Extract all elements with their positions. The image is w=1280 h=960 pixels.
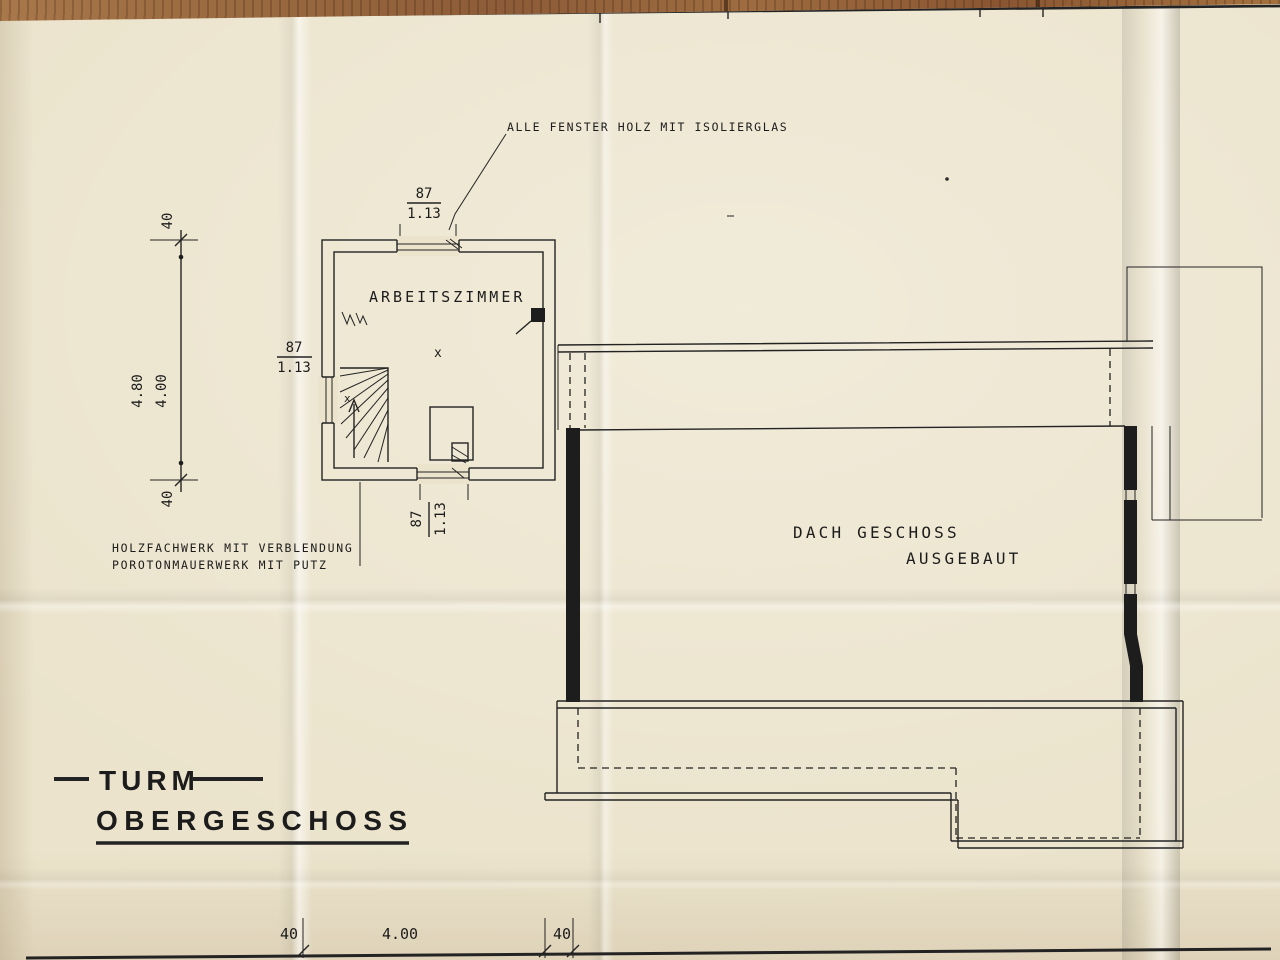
attic-structure: DACH GESCHOSS AUSGEBAUT <box>557 266 1263 702</box>
dimension-left: 40 4.80 4.00 40 <box>130 213 198 508</box>
windows-note: ALLE FENSTER HOLZ MIT ISOLIERGLAS <box>448 120 788 231</box>
material-note-2: POROTONMAUERWERK MIT PUTZ <box>112 558 328 572</box>
dim-left-480: 4.80 <box>130 374 146 408</box>
dimension-window-left: 87 1.13 <box>277 340 312 376</box>
room-label: ARBEITSZIMMER <box>369 288 525 306</box>
dimension-bottom: 40 4.00 40 <box>280 918 580 958</box>
dim-left-40-bottom: 40 <box>160 491 176 508</box>
title-block: TURM OBERGESCHOSS <box>54 765 414 845</box>
dim-left-400: 4.00 <box>154 374 170 408</box>
dim-top-num: 87 <box>416 186 433 202</box>
windows-note-text: ALLE FENSTER HOLZ MIT ISOLIERGLAS <box>507 120 788 134</box>
dim-bottom-num: 87 <box>409 511 425 528</box>
bottom-border <box>25 947 1272 960</box>
dim-bottom-400: 4.00 <box>382 925 418 943</box>
dimension-window-bottom: 87 1.13 <box>359 482 469 566</box>
title-line-1: TURM <box>99 765 200 796</box>
dim-left-num: 87 <box>286 340 303 356</box>
wall-post <box>515 308 545 335</box>
attic-label-2: AUSGEBAUT <box>906 549 1022 568</box>
title-line-2: OBERGESCHOSS <box>96 805 414 836</box>
material-notes: HOLZFACHWERK MIT VERBLENDUNG POROTONMAUE… <box>112 541 353 572</box>
paper-speck <box>727 177 949 217</box>
room-centre-mark: x <box>434 346 442 361</box>
dimension-window-top: 87 1.13 <box>399 186 457 236</box>
dim-left-den: 1.13 <box>277 360 311 376</box>
material-note-1: HOLZFACHWERK MIT VERBLENDUNG <box>112 541 353 555</box>
attic-label-1: DACH GESCHOSS <box>793 523 960 542</box>
door-block <box>429 406 474 464</box>
window-top <box>396 236 463 256</box>
dim-bottom-40-left: 40 <box>280 925 298 943</box>
lower-roof-band <box>544 700 1184 849</box>
stair-mark: x <box>344 392 351 405</box>
dim-left-40-top: 40 <box>160 213 176 230</box>
dim-bottom-40-right: 40 <box>553 925 571 943</box>
dim-bottom-den: 1.13 <box>433 502 449 536</box>
dim-top-den: 1.13 <box>407 206 441 222</box>
window-bottom <box>416 464 470 484</box>
stair: x <box>339 367 389 463</box>
window-left <box>318 376 338 424</box>
